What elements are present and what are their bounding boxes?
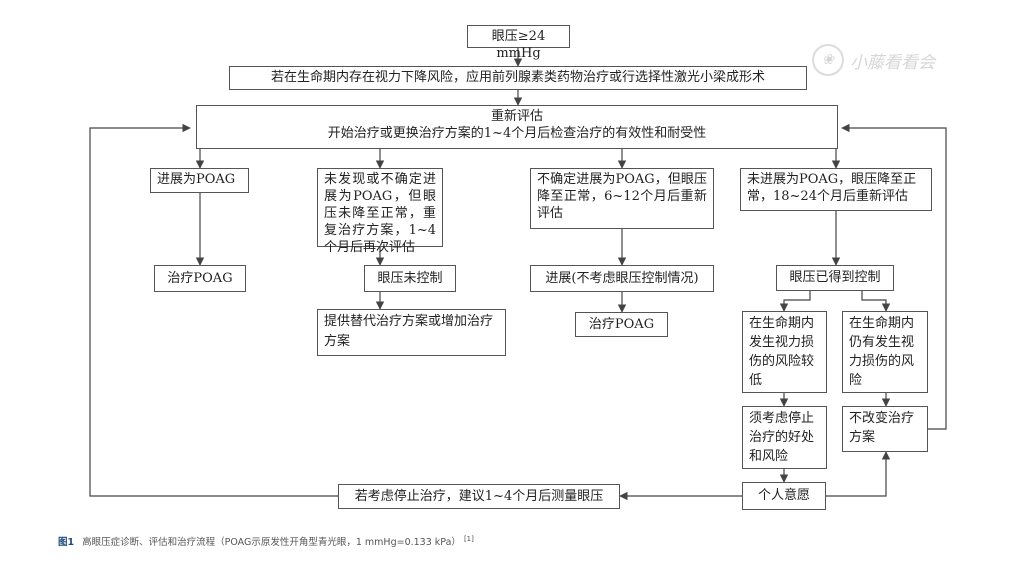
arrow-controlled-to-lowrisk	[779, 291, 811, 312]
node-reassess: 重新评估 开始治疗或更换治疗方案的1~4个月后检查治疗的有效性和耐受性	[196, 105, 838, 149]
figure-caption: 图1 高眼压症诊断、评估和治疗流程（POAG示原发性开角型青光眼，1 mmHg=0…	[58, 534, 474, 548]
node-personal-wish: 个人意愿	[742, 482, 826, 510]
figure-label: 图1	[58, 537, 75, 548]
node-no-progress: 未进展为POAG，眼压降至正常，18~24个月后重新评估	[740, 168, 932, 211]
node-low-risk: 在生命期内发生视力损伤的风险较低	[742, 311, 827, 393]
node-still-risk: 在生命期内仍有发生视力损伤的风险	[842, 311, 928, 393]
node-treat-poag-2: 治疗POAG	[575, 312, 668, 337]
caption-reference[interactable]: [1]	[463, 534, 474, 543]
watermark: ❀ 小藤看看会	[812, 44, 935, 76]
node-stop-measure: 若考虑停止治疗，建议1~4个月后测量眼压	[338, 484, 620, 509]
watermark-text: 小藤看看会	[850, 52, 935, 73]
reassess-title: 重新评估	[490, 109, 543, 124]
seal-logo-icon: ❀	[812, 44, 844, 76]
node-iop-threshold: 眼压≥24 mmHg	[467, 25, 570, 61]
node-initial-treatment: 若在生命期内存在视力下降风险，应用前列腺素类药物治疗或行选择性激光小梁成形术	[229, 66, 807, 90]
caption-text: 高眼压症诊断、评估和治疗流程（POAG示原发性开角型青光眼，1 mmHg=0.1…	[82, 537, 461, 548]
node-no-change: 不改变治疗方案	[842, 406, 928, 452]
node-progress-poag: 进展为POAG	[150, 168, 249, 193]
node-progress-regardless: 进展(不考虑眼压控制情况)	[530, 265, 714, 292]
reassess-detail: 开始治疗或更换治疗方案的1~4个月后检查治疗的有效性和耐受性	[327, 126, 707, 141]
node-consider-stop: 须考虑停止治疗的好处和风险	[742, 406, 827, 469]
node-treat-poag-1: 治疗POAG	[154, 265, 246, 292]
arrow-wish-to-nochange	[826, 451, 891, 497]
arrow-controlled-to-stillrisk	[861, 291, 891, 312]
node-uncertain-not-normal: 未发现或不确定进展为POAG，但眼压未降至正常，重复治疗方案，1~4个月后再次评…	[317, 168, 443, 255]
node-iop-controlled: 眼压已得到控制	[776, 265, 894, 291]
node-uncertain-normal: 不确定进展为POAG，但眼压降至正常，6~12个月后重新评估	[530, 168, 714, 229]
node-iop-uncontrolled: 眼压未控制	[364, 265, 456, 292]
node-alt-plan: 提供替代治疗方案或增加治疗方案	[317, 309, 506, 356]
